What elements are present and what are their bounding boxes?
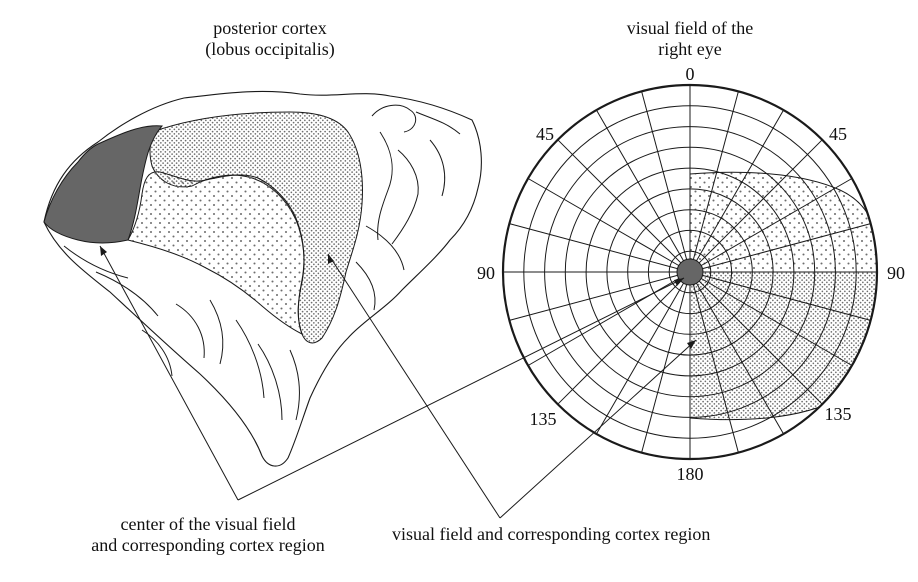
- polar-spoke: [557, 280, 682, 405]
- polar-spoke: [702, 223, 871, 270]
- pointer-arrowheads: [100, 246, 696, 349]
- cortex-folds: [63, 104, 461, 421]
- center-caption-line2: and corresponding cortex region: [91, 535, 325, 555]
- polar-spoke: [701, 178, 853, 266]
- polar-spoke: [696, 109, 784, 261]
- angle-label-lower-left: 135: [530, 409, 557, 429]
- angle-label-left: 90: [477, 263, 495, 283]
- polar-spoke: [701, 278, 853, 366]
- angle-label-top: 0: [686, 64, 695, 84]
- polar-spoke: [641, 91, 688, 260]
- field-title-line2: right eye: [658, 39, 722, 59]
- angle-labels: 0 45 45 90 90 135 135 180: [477, 64, 905, 484]
- angle-label-right: 90: [887, 263, 905, 283]
- polar-spoke: [509, 274, 678, 321]
- polar-spoke: [692, 91, 739, 260]
- angle-label-lower-right: 135: [825, 404, 852, 424]
- polar-grid: [503, 85, 877, 459]
- polar-spoke: [527, 178, 679, 266]
- cortex-title-line1: posterior cortex: [213, 18, 327, 38]
- polar-spoke: [596, 109, 684, 261]
- angle-label-upper-left: 45: [536, 124, 554, 144]
- polar-spoke: [698, 139, 823, 264]
- polar-spoke: [596, 283, 684, 435]
- center-caption: center of the visual field and correspon…: [58, 514, 358, 556]
- field-title: visual field of the right eye: [590, 18, 790, 60]
- pointer-lines: [99, 245, 697, 519]
- polar-spoke: [509, 223, 678, 270]
- angle-label-bottom: 180: [677, 464, 704, 484]
- polar-spoke: [557, 139, 682, 264]
- cortex-title-line2: (lobus occipitalis): [205, 39, 335, 59]
- cortex-region-sparse: [127, 171, 305, 336]
- field-outer-circle: [501, 83, 879, 461]
- cortex-title: posterior cortex (lobus occipitalis): [190, 18, 350, 60]
- cortex-drawing: [43, 90, 482, 467]
- polar-spoke: [702, 274, 871, 321]
- visual-field-polar: [501, 83, 879, 461]
- center-caption-line1: center of the visual field: [120, 514, 296, 534]
- field-title-line1: visual field of the: [626, 18, 754, 38]
- region-caption: visual field and corresponding cortex re…: [392, 524, 711, 544]
- polar-spoke: [692, 284, 739, 453]
- field-region-dense: [690, 272, 877, 420]
- field-region-sparse: [690, 172, 877, 272]
- angle-label-upper-right: 45: [829, 124, 847, 144]
- polar-spoke: [698, 280, 823, 405]
- cortex-center-region: [43, 125, 164, 244]
- polar-spoke: [696, 283, 784, 435]
